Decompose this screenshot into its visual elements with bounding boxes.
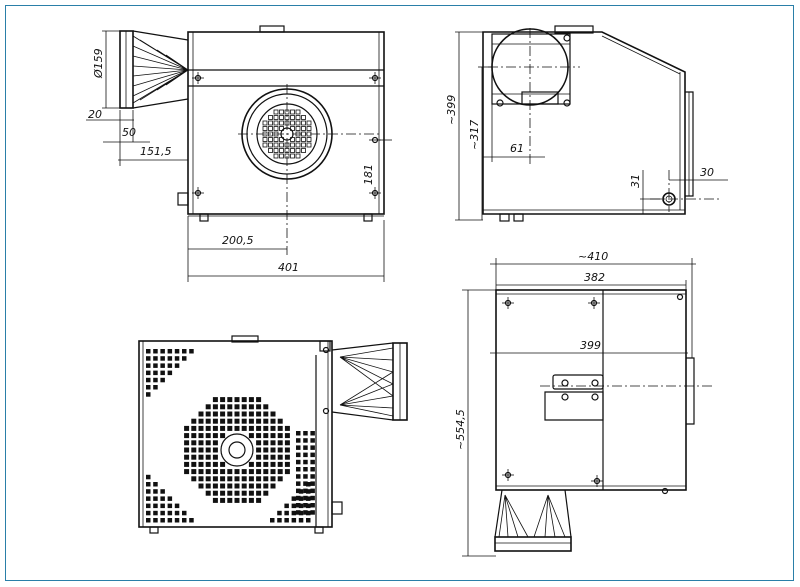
dim-width-401: 401 (278, 261, 299, 274)
front-top-handle (259, 25, 285, 33)
bottom-view (138, 335, 408, 534)
front-inlet-cone (119, 30, 189, 109)
dim-offset-151: 151,5 (140, 145, 172, 158)
front-screws (192, 72, 381, 199)
dim-diameter-159: Ø159 (92, 48, 105, 79)
side-body (482, 31, 686, 215)
bottom-outlet-cone (331, 342, 408, 421)
dim-height-181: 181 (362, 164, 375, 185)
front-foot-left (199, 213, 209, 222)
front-fan (238, 84, 380, 255)
dim-side-width-61: 61 (510, 142, 524, 155)
dim-top-height-554: ~554,5 (454, 409, 467, 450)
dim-flange-20: 20 (88, 108, 102, 121)
top-handle-plate (544, 374, 604, 421)
bottom-perforations (146, 349, 315, 523)
front-view: Ø159 20 50 151,5 181 200,5 401 (86, 25, 392, 282)
top-view: ~410 382 399 ~554,5 (454, 250, 712, 557)
dim-top-width-382: 382 (584, 271, 605, 284)
bottom-body (138, 340, 333, 528)
bottom-fan-hub (220, 433, 254, 467)
dim-width-200: 200,5 (222, 234, 254, 247)
front-foot-right (363, 213, 373, 222)
dim-top-width-410: ~410 (578, 250, 608, 263)
dim-side-height-399: ~399 (445, 95, 458, 125)
dim-side-height-317: ~317 (468, 120, 481, 150)
dim-side-width-30: 30 (700, 166, 714, 179)
front-cable-gland (177, 192, 189, 206)
front-body (187, 31, 385, 215)
top-outlet-cone (494, 489, 572, 552)
side-view: ~399 ~317 61 31 30 (445, 25, 728, 222)
dim-side-height-31: 31 (629, 174, 642, 188)
top-body (495, 289, 687, 491)
dim-offset-50: 50 (122, 126, 136, 139)
top-screws (502, 293, 684, 495)
dim-top-width-399: 399 (580, 339, 601, 352)
